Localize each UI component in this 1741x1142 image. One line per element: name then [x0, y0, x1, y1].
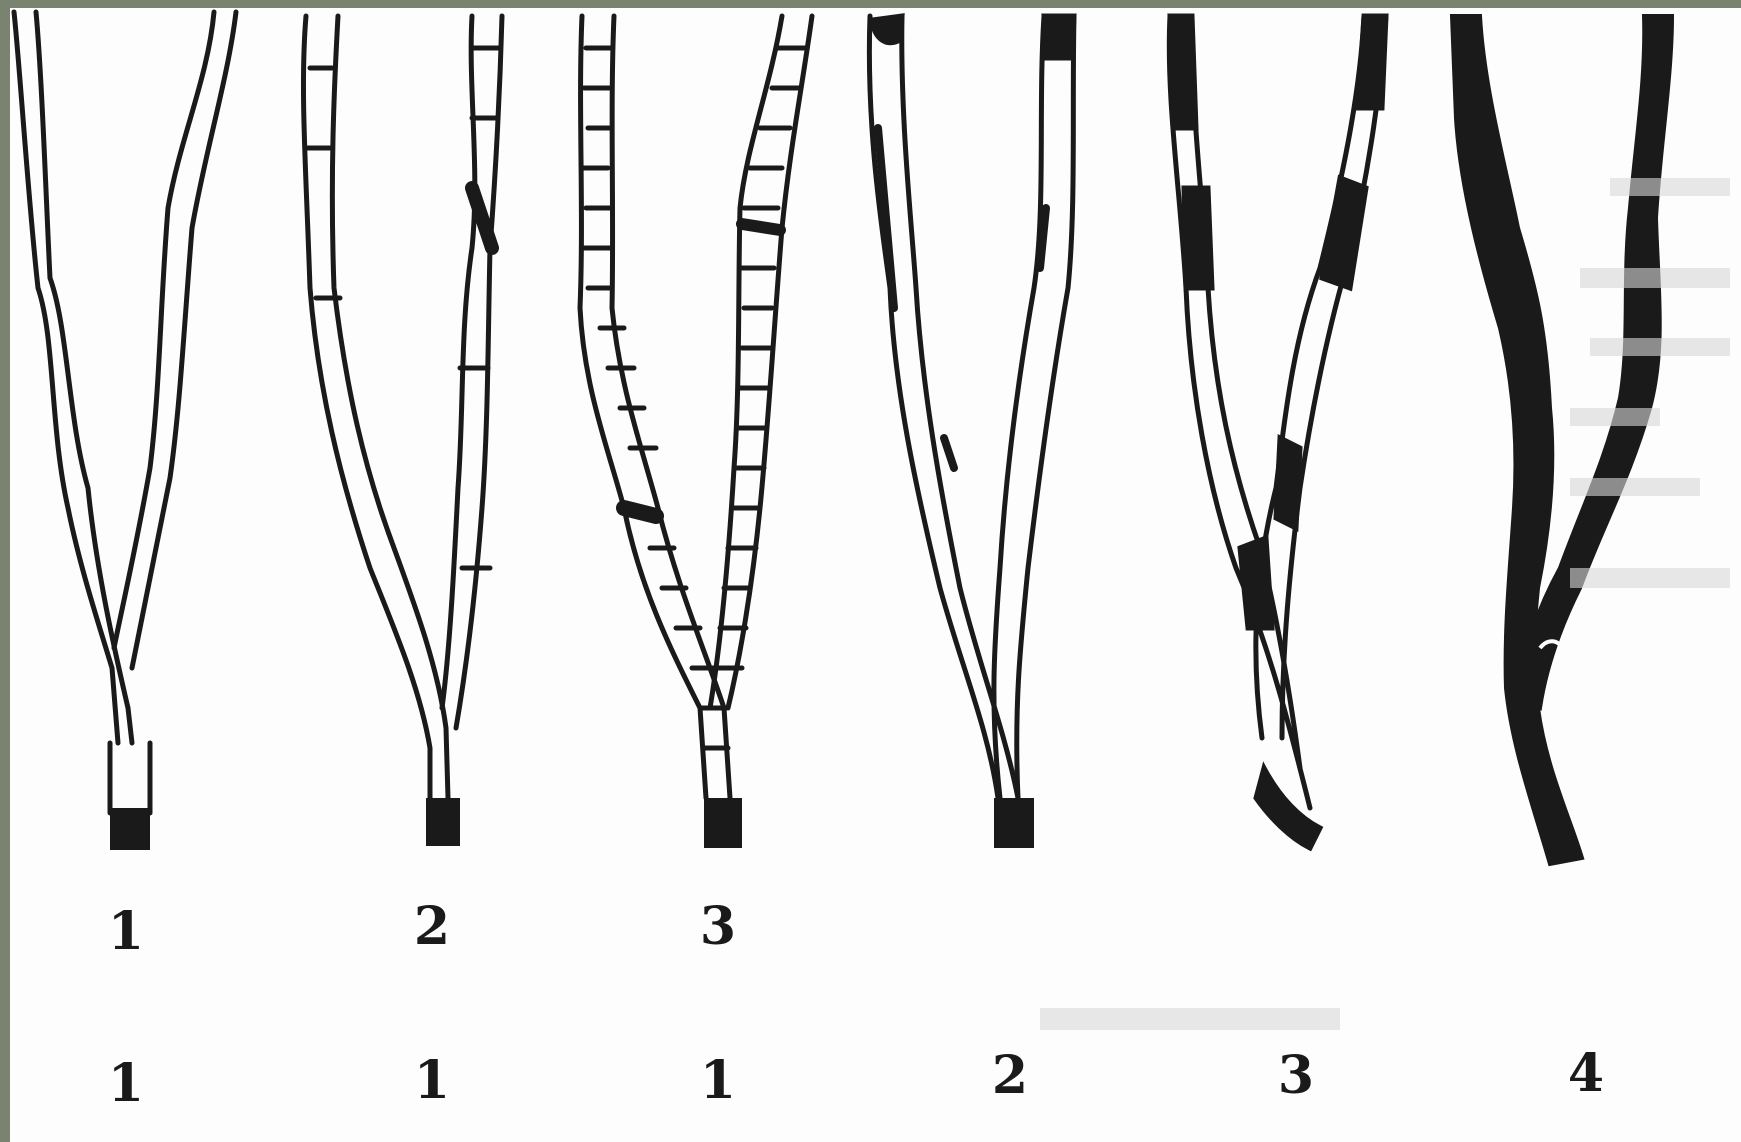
figure-2-right-arm [442, 16, 475, 708]
figure-4-centromere [994, 798, 1034, 848]
figure-1-top-label: 1 [108, 906, 144, 958]
figure-2-top-label: 2 [414, 901, 450, 953]
figure-2-left-arm [303, 16, 430, 798]
figure-4-drawing [869, 16, 1074, 848]
figure-2-bottom-label: 1 [414, 1055, 450, 1107]
figure-1-centromere [110, 808, 150, 850]
figure-2-centromere [426, 798, 460, 846]
figure-6-left-arm [1452, 16, 1582, 864]
figure-2-left-arm-inner [332, 16, 448, 798]
figure-1-drawing [14, 12, 236, 850]
figure-1-right-arm-inner [132, 12, 236, 668]
figure-3-top-label: 3 [700, 901, 736, 953]
figure-4-left-arm-inner [902, 16, 1018, 798]
figure-6-drawing [1452, 16, 1672, 864]
figure-5-drawing [1169, 16, 1386, 848]
figure-6-bottom-label: 4 [1568, 1048, 1604, 1100]
figure-3-drawing [580, 16, 812, 848]
figure-4-bottom-label: 2 [992, 1050, 1028, 1102]
figure-4-left-arm [869, 16, 998, 798]
figure-1-right-arm [114, 12, 214, 648]
figure-3-right-arm-inner [728, 16, 812, 708]
figure-4-right-arm-inner [1017, 16, 1074, 798]
figure-frame: 1 2 3 1 1 1 2 3 4 [10, 8, 1741, 1142]
figure-3-centromere [704, 798, 742, 848]
figure-1-bottom-label: 1 [108, 1058, 144, 1110]
figure-5-right-arm-inner [1282, 16, 1386, 738]
chromosome-diagram [10, 8, 1741, 1142]
figure-5-bottom-label: 3 [1278, 1050, 1314, 1102]
figure-3-bottom-label: 1 [700, 1055, 736, 1107]
figure-2-drawing [303, 16, 502, 846]
